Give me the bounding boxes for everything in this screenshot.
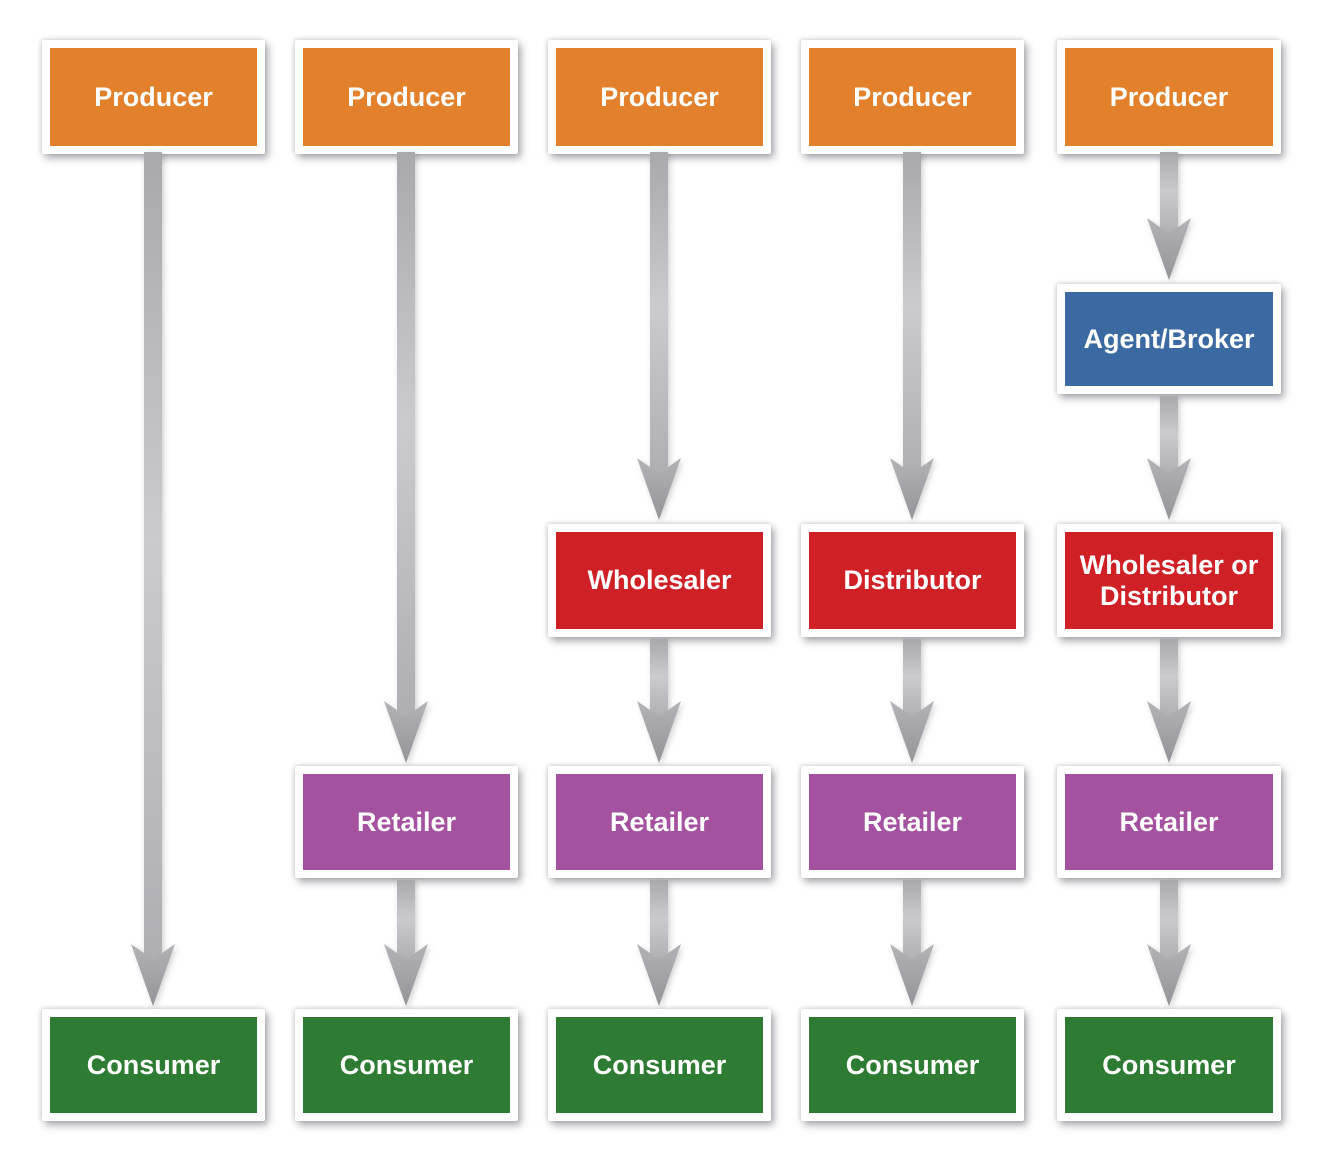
node-label: Agent/Broker — [1083, 323, 1255, 354]
wholesaler-box: Wholesaler — [556, 532, 763, 629]
node-label: Producer — [853, 81, 972, 112]
node-label: Retailer — [609, 806, 710, 837]
retailer-box: Retailer — [809, 774, 1016, 870]
consumer-box: Consumer — [809, 1017, 1016, 1113]
consumer-box: Consumer — [1065, 1017, 1273, 1113]
producer-box: Producer — [556, 48, 763, 146]
node-label: Producer — [347, 81, 466, 112]
arrow-producer-to-consumer-1 — [131, 152, 175, 1006]
arrow-shaft — [903, 639, 921, 717]
node-producer-2: Producer — [295, 40, 518, 154]
arrow-shaft — [650, 880, 668, 960]
node-label: Consumer — [339, 1049, 474, 1080]
producer-box: Producer — [1065, 48, 1273, 146]
retailer-box: Retailer — [556, 774, 763, 870]
wholesaler-or-distributor-box: Wholesaler or Distributor — [1065, 532, 1273, 629]
consumer-box: Consumer — [556, 1017, 763, 1113]
node-label: Producer — [94, 81, 213, 112]
node-distributor-4: Distributor — [801, 524, 1024, 637]
node-retailer-5: Retailer — [1057, 766, 1281, 878]
node-label: Consumer — [592, 1049, 727, 1080]
node-producer-1: Producer — [42, 40, 265, 154]
arrow-retailer-to-consumer-2 — [384, 880, 428, 1006]
node-wholesaler-3: Wholesaler — [548, 524, 771, 637]
arrow-wholesaler-distributor-to-retailer-5 — [1147, 639, 1191, 763]
node-label: Retailer — [1119, 806, 1219, 837]
node-consumer-4: Consumer — [801, 1009, 1024, 1121]
arrow-shaft — [903, 152, 921, 474]
producer-box: Producer — [809, 48, 1016, 146]
node-producer-5: Producer — [1057, 40, 1281, 154]
retailer-box: Retailer — [1065, 774, 1273, 870]
producer-box: Producer — [303, 48, 510, 146]
consumer-box: Consumer — [50, 1017, 257, 1113]
node-producer-3: Producer — [548, 40, 771, 154]
arrow-retailer-to-consumer-3 — [637, 880, 681, 1006]
arrow-shaft — [397, 152, 415, 717]
arrow-wholesaler-to-retailer-3 — [637, 639, 681, 763]
node-label: Retailer — [862, 806, 963, 837]
arrow-producer-to-wholesaler-3 — [637, 152, 681, 520]
node-consumer-5: Consumer — [1057, 1009, 1281, 1121]
distributor-box: Distributor — [809, 532, 1016, 629]
node-label: Wholesaler or Distributor — [1079, 550, 1259, 611]
arrow-shaft — [1160, 639, 1178, 717]
node-retailer-2: Retailer — [295, 766, 518, 878]
arrow-shaft — [650, 639, 668, 717]
arrow-producer-to-distributor-4 — [890, 152, 934, 520]
arrow-retailer-to-consumer-5 — [1147, 880, 1191, 1006]
producer-box: Producer — [50, 48, 257, 146]
arrow-producer-to-retailer-2 — [384, 152, 428, 763]
node-producer-4: Producer — [801, 40, 1024, 154]
arrow-shaft — [650, 152, 668, 474]
node-wholesaler-or-distributor-5: Wholesaler or Distributor — [1057, 524, 1281, 637]
arrow-shaft — [144, 152, 162, 960]
node-consumer-1: Consumer — [42, 1009, 265, 1121]
node-label: Producer — [1109, 81, 1229, 112]
node-label: Producer — [600, 81, 719, 112]
node-label: Consumer — [1102, 1049, 1236, 1080]
arrow-agent-broker-to-wholesaler-distributor-5 — [1147, 396, 1191, 520]
node-label: Retailer — [356, 806, 457, 837]
node-label: Consumer — [86, 1049, 221, 1080]
node-retailer-4: Retailer — [801, 766, 1024, 878]
arrow-shaft — [903, 880, 921, 960]
node-consumer-3: Consumer — [548, 1009, 771, 1121]
arrow-shaft — [397, 880, 415, 960]
arrow-shaft — [1160, 880, 1178, 960]
agent-broker-box: Agent/Broker — [1065, 292, 1273, 386]
arrow-retailer-to-consumer-4 — [890, 880, 934, 1006]
node-consumer-2: Consumer — [295, 1009, 518, 1121]
arrow-producer-to-agent-broker-5 — [1147, 152, 1191, 280]
retailer-box: Retailer — [303, 774, 510, 870]
arrow-shaft — [1160, 396, 1178, 474]
node-label: Wholesaler — [587, 565, 732, 596]
node-label: Consumer — [845, 1049, 980, 1080]
consumer-box: Consumer — [303, 1017, 510, 1113]
arrow-distributor-to-retailer-4 — [890, 639, 934, 763]
arrow-shaft — [1160, 152, 1178, 234]
node-retailer-3: Retailer — [548, 766, 771, 878]
node-agent-broker-5: Agent/Broker — [1057, 284, 1281, 394]
node-label: Distributor — [843, 565, 982, 596]
